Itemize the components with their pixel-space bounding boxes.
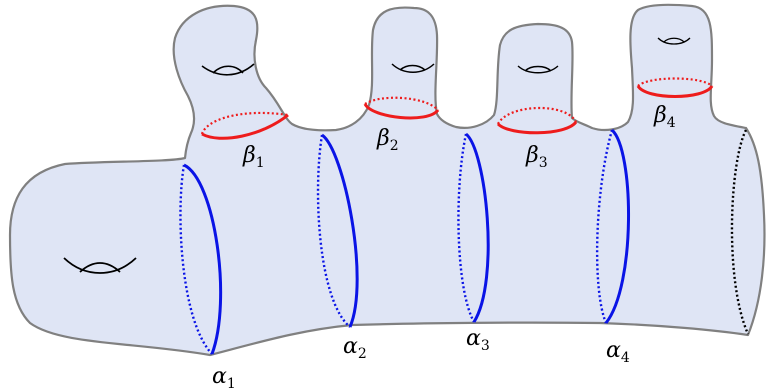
alpha-curve-2 [316, 133, 359, 328]
beta-curve-1 [200, 111, 289, 140]
label-alpha-4: α4 [606, 338, 630, 366]
label-beta-3: β3 [525, 143, 548, 171]
alpha-curve-1 [179, 163, 223, 355]
handle-mark-top-4 [657, 37, 691, 45]
label-alpha-1: α1 [212, 364, 236, 390]
handle-mark-top-3 [517, 65, 559, 74]
handle-mark-top-1 [201, 63, 255, 76]
beta-curve-3 [496, 106, 578, 135]
handle-mark-main [63, 257, 137, 274]
handle-mark-top-2 [391, 63, 435, 73]
alpha-curve-4 [595, 128, 631, 324]
label-beta-2: β2 [376, 126, 399, 154]
alpha-curve-3 [457, 132, 490, 323]
label-beta-4: β4 [653, 103, 676, 131]
label-alpha-2: α2 [343, 334, 367, 362]
boundary-curve [730, 129, 750, 335]
beta-curve-4 [636, 77, 714, 98]
surface-body [8, 3, 766, 357]
beta-curve-2 [363, 96, 440, 120]
label-alpha-3: α3 [466, 326, 490, 354]
label-beta-1: β1 [242, 143, 265, 171]
